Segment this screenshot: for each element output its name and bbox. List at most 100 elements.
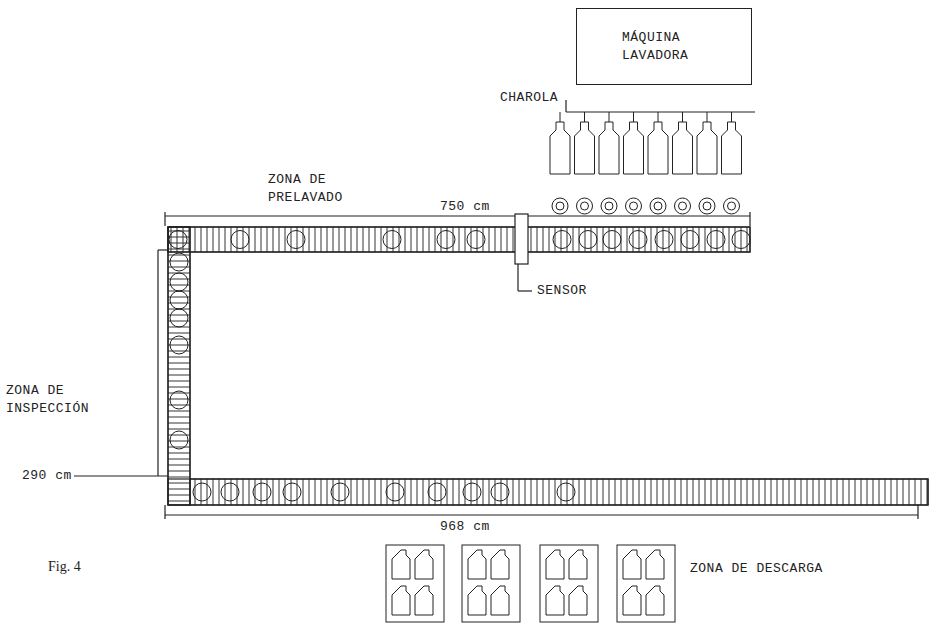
conveyor-bottom-frame <box>168 479 928 505</box>
bottle-on-conveyor <box>732 231 750 249</box>
nozzle <box>682 112 683 122</box>
bottle-top <box>699 198 715 214</box>
bottle-outline <box>623 550 641 579</box>
pallet <box>386 545 444 622</box>
bottle-on-conveyor <box>193 483 211 501</box>
bottle-outline <box>624 122 644 174</box>
bottle-top <box>552 198 568 214</box>
bottle-top <box>675 198 691 214</box>
nozzle <box>609 112 610 122</box>
bottle-on-conveyor <box>437 231 455 249</box>
bottle-mouth <box>556 202 564 210</box>
sensor-stem <box>517 264 518 291</box>
bottle-mouth <box>728 202 736 210</box>
machine-box: MÁQUINA LAVADORA <box>576 8 752 85</box>
bottle-outline <box>673 122 693 174</box>
bottle-on-conveyor <box>707 231 725 249</box>
tray-bar <box>566 111 755 112</box>
pallet <box>462 545 520 622</box>
dimension-tick <box>158 249 168 250</box>
conveyor-left-frame <box>168 227 190 505</box>
bottle-on-conveyor <box>553 231 571 249</box>
bottle-on-conveyor <box>170 291 188 309</box>
bottle-outline <box>392 586 410 615</box>
nozzle <box>633 112 634 122</box>
bottle-outline <box>546 586 564 615</box>
bottle-outline <box>722 122 742 174</box>
bottle-top <box>724 198 740 214</box>
bottle-mouth <box>630 202 638 210</box>
bottle-on-conveyor <box>467 231 485 249</box>
bottle-outline <box>623 586 641 615</box>
sensor-body <box>515 214 528 264</box>
dimension-tick <box>164 505 165 519</box>
machine-name: MÁQUINA LAVADORA <box>622 29 706 64</box>
bottle-top <box>577 198 593 214</box>
pallet <box>617 545 675 622</box>
bottle-mouth <box>703 202 711 210</box>
bottle-on-conveyor <box>169 231 187 249</box>
bottle-outline <box>468 550 486 579</box>
bottle-on-conveyor <box>253 483 271 501</box>
bottle-outline <box>575 122 595 174</box>
dimension-tick <box>164 212 165 226</box>
bottle-outline <box>491 550 509 579</box>
bottle-mouth <box>679 202 687 210</box>
bottle-on-conveyor <box>170 391 188 409</box>
dimension-tick <box>917 505 918 519</box>
bottle-on-conveyor <box>463 483 481 501</box>
bottle-outline <box>569 586 587 615</box>
dimension-line <box>165 215 750 216</box>
nozzle <box>584 112 585 122</box>
bottle-outline <box>546 550 564 579</box>
bottle-outline <box>646 586 664 615</box>
bottle-on-conveyor <box>655 231 673 249</box>
bottle-on-conveyor <box>283 483 301 501</box>
bottle-top <box>650 198 666 214</box>
zone-name: ZONA DE INSPECCIÓN <box>6 382 98 417</box>
nozzle <box>560 112 561 122</box>
bottle-on-conveyor <box>331 483 349 501</box>
bottle-on-conveyor <box>603 231 621 249</box>
bottle-on-conveyor <box>231 231 249 249</box>
conveyor-top-frame <box>168 227 750 252</box>
bottle-outline <box>550 122 570 174</box>
dimension-line <box>157 250 158 476</box>
bottle-outline <box>491 586 509 615</box>
bottle-top <box>626 198 642 214</box>
bottle-top <box>601 198 617 214</box>
bottle-outline <box>468 586 486 615</box>
bottle-on-conveyor <box>629 231 647 249</box>
zone-name: ZONA DE PRELAVADO <box>268 171 360 206</box>
bottle-on-conveyor <box>557 483 575 501</box>
leader-line <box>518 290 532 291</box>
nozzle <box>707 112 708 122</box>
nozzle <box>731 112 732 122</box>
bottle-on-conveyor <box>579 231 597 249</box>
conveyor-bottom <box>190 479 928 505</box>
conveyor-left <box>168 227 190 505</box>
conveyor-top <box>168 227 750 252</box>
bottle-on-conveyor <box>386 483 404 501</box>
bottle-on-conveyor <box>383 231 401 249</box>
bottle-outline <box>392 550 410 579</box>
bottle-on-conveyor <box>170 253 188 271</box>
dimension-tick <box>70 475 168 476</box>
dimension-line <box>165 514 918 515</box>
dimension-label: 750 cm <box>440 198 490 216</box>
bottle-outline <box>415 586 433 615</box>
bottle-outline <box>697 122 717 174</box>
bottle-mouth <box>605 202 613 210</box>
bottle-on-conveyor <box>170 336 188 354</box>
bottle-on-conveyor <box>221 483 239 501</box>
leader-line <box>565 100 566 112</box>
pallet <box>540 545 598 622</box>
bottle-on-conveyor <box>428 483 446 501</box>
bottle-outline <box>646 550 664 579</box>
bottle-mouth <box>654 202 662 210</box>
bottle-on-conveyor <box>287 231 305 249</box>
figure-number: Fig. 4 <box>48 558 81 577</box>
dimension-label: 968 cm <box>440 518 490 536</box>
bottle-on-conveyor <box>170 431 188 449</box>
